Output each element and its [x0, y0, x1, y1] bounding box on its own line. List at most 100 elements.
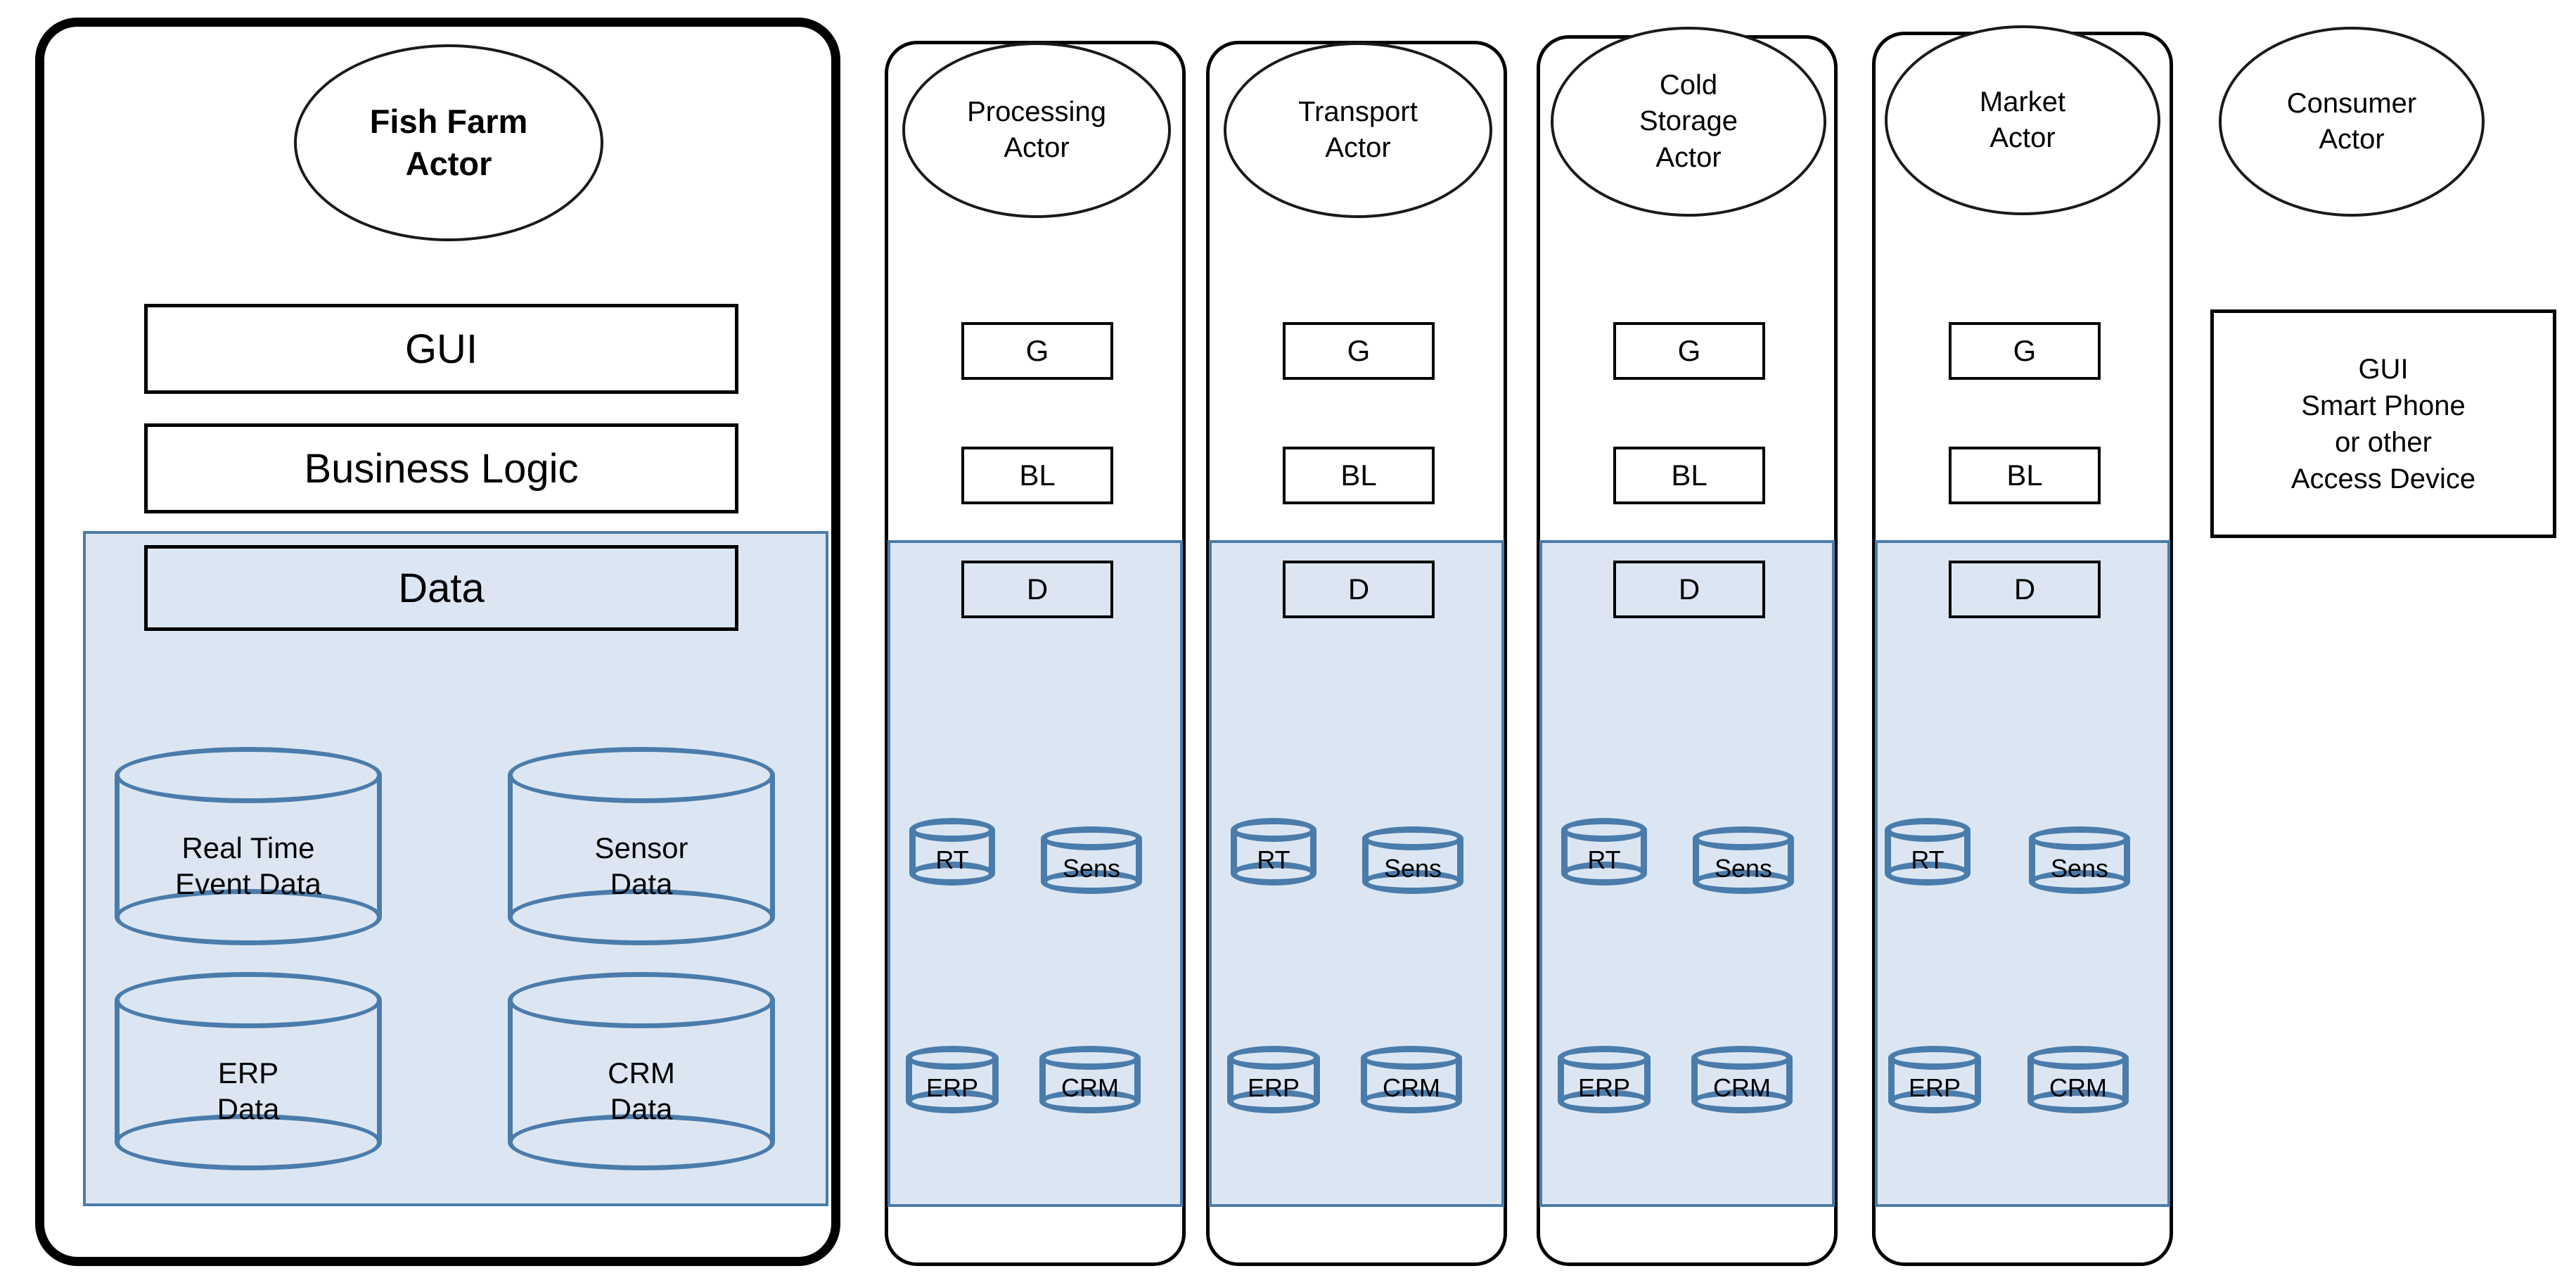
datastore-sens-transport[interactable]: Sens [1362, 826, 1463, 894]
layer-box-gui-market[interactable]: G [1949, 322, 2101, 380]
datastore-rt-processing[interactable]: RT [909, 818, 995, 886]
actor-label-line2: Actor [405, 145, 492, 182]
datastore-label-line2: Event Data [175, 867, 321, 901]
datastore-crm-data[interactable]: CRM Data [508, 972, 775, 1170]
datastore-crm-cold-storage[interactable]: CRM [1691, 1046, 1793, 1113]
cylinder-body [2029, 838, 2130, 882]
layer-label: GUI [404, 326, 478, 372]
layer-box-data-market[interactable]: D [1949, 561, 2101, 618]
layer-label: G [2013, 334, 2037, 367]
datastore-sens-processing[interactable]: Sens [1041, 826, 1142, 894]
layer-label: G [1677, 334, 1701, 367]
datastore-erp-transport[interactable]: ERP [1227, 1046, 1320, 1113]
layer-label: D [1026, 573, 1049, 606]
actor-label-line2: Actor [1989, 122, 2056, 153]
cylinder-body [1361, 1058, 1462, 1101]
datastore-real-time-event-data[interactable]: Real Time Event Data [115, 747, 382, 945]
datastore-erp-cold-storage[interactable]: ERP [1558, 1046, 1651, 1113]
datastore-rt-cold-storage[interactable]: RT [1561, 818, 1647, 886]
layer-label: BL [1019, 459, 1056, 492]
actor-cold-storage[interactable]: Cold Storage Actor [1551, 27, 1826, 217]
datastore-label: ERP [1908, 1073, 1961, 1102]
cylinder-body [508, 775, 775, 917]
layer-box-gui-transport[interactable]: G [1283, 322, 1435, 380]
cylinder-body [1693, 838, 1794, 882]
datastore-label: Real Time Event Data [115, 830, 382, 902]
actor-label-line2: Storage [1639, 106, 1738, 137]
cylinder-body [1885, 830, 1971, 874]
layer-label: D [1678, 573, 1700, 606]
cylinder-bottom-ellipse [2029, 870, 2130, 894]
datastore-erp-market[interactable]: ERP [1888, 1046, 1981, 1113]
datastore-rt-transport[interactable]: RT [1231, 818, 1316, 886]
datastore-sens-cold-storage[interactable]: Sens [1693, 826, 1794, 894]
layer-box-gui-cold-storage[interactable]: G [1613, 322, 1765, 380]
actor-fish-farm[interactable]: Fish Farm Actor [294, 44, 603, 241]
actor-label-line1: Cold [1659, 70, 1718, 101]
cylinder-body [115, 1000, 382, 1142]
datastore-label: ERP Data [115, 1055, 382, 1127]
cylinder-bottom-ellipse [1561, 862, 1647, 886]
datastore-label-line2: Data [610, 867, 673, 901]
layer-box-gui-processing[interactable]: G [961, 322, 1113, 380]
device-label-line3: or other [2335, 426, 2432, 458]
layer-label: Data [398, 565, 485, 611]
datastore-label-line2: Data [217, 1092, 280, 1126]
actor-processing[interactable]: Processing Actor [902, 42, 1171, 218]
cylinder-body [508, 1000, 775, 1142]
cylinder-body [1231, 830, 1316, 874]
datastore-label: Sens [1714, 854, 1773, 883]
datastore-label: RT [1257, 845, 1290, 874]
layer-box-data-processing[interactable]: D [961, 561, 1113, 618]
cylinder-bottom-ellipse [1362, 870, 1463, 894]
datastore-crm-transport[interactable]: CRM [1361, 1046, 1462, 1113]
datastore-erp-data[interactable]: ERP Data [115, 972, 382, 1170]
datastore-label: Sens [1062, 854, 1121, 883]
layer-label: G [1025, 334, 1049, 367]
datastore-rt-market[interactable]: RT [1885, 818, 1971, 886]
layer-box-business-logic-fish-farm[interactable]: Business Logic [144, 423, 738, 513]
layer-label: D [1347, 573, 1370, 606]
datastore-crm-market[interactable]: CRM [2027, 1046, 2129, 1113]
layer-label: D [2013, 573, 2036, 606]
layer-box-data-cold-storage[interactable]: D [1613, 561, 1765, 618]
layer-box-data-transport[interactable]: D [1283, 561, 1435, 618]
actor-market[interactable]: Market Actor [1885, 25, 2160, 215]
datastore-label: CRM Data [508, 1055, 775, 1127]
layer-box-business-logic-processing[interactable]: BL [961, 447, 1113, 504]
cylinder-bottom-ellipse [508, 1114, 775, 1170]
layer-label: Business Logic [304, 445, 579, 492]
actor-label-line2: Actor [1004, 132, 1070, 163]
layer-box-gui-fish-farm[interactable]: GUI [144, 304, 738, 394]
cylinder-bottom-ellipse [2027, 1089, 2129, 1113]
datastore-crm-processing[interactable]: CRM [1039, 1046, 1141, 1113]
cylinder-body [1558, 1058, 1651, 1101]
datastore-label-line1: Sensor [594, 831, 688, 864]
datastore-label: Sensor Data [508, 830, 775, 902]
datastore-sens-market[interactable]: Sens [2029, 826, 2130, 894]
layer-box-business-logic-cold-storage[interactable]: BL [1613, 447, 1765, 504]
cylinder-bottom-ellipse [909, 862, 995, 886]
cylinder-bottom-ellipse [1039, 1089, 1141, 1113]
datastore-label: CRM [2049, 1073, 2107, 1102]
layer-box-data-fish-farm[interactable]: Data [144, 545, 738, 631]
actor-label-line1: Processing [967, 96, 1106, 127]
actor-label-line3: Actor [1655, 141, 1722, 173]
cylinder-bottom-ellipse [508, 889, 775, 945]
device-label-line2: Smart Phone [2301, 390, 2466, 421]
actor-transport[interactable]: Transport Actor [1224, 42, 1492, 218]
datastore-label-line1: ERP [217, 1056, 279, 1089]
consumer-device-box[interactable]: GUI Smart Phone or other Access Device [2210, 309, 2556, 538]
cylinder-bottom-ellipse [1691, 1089, 1793, 1113]
layer-box-business-logic-transport[interactable]: BL [1283, 447, 1435, 504]
actor-consumer[interactable]: Consumer Actor [2219, 27, 2485, 217]
layer-box-business-logic-market[interactable]: BL [1949, 447, 2101, 504]
cylinder-body [1041, 838, 1142, 882]
actor-label-line2: Actor [1325, 132, 1391, 163]
datastore-erp-processing[interactable]: ERP [906, 1046, 999, 1113]
cylinder-bottom-ellipse [1231, 862, 1316, 886]
cylinder-bottom-ellipse [115, 889, 382, 945]
cylinder-bottom-ellipse [1693, 870, 1794, 894]
datastore-sensor-data[interactable]: Sensor Data [508, 747, 775, 945]
data-zone-fish-farm [83, 531, 828, 1206]
